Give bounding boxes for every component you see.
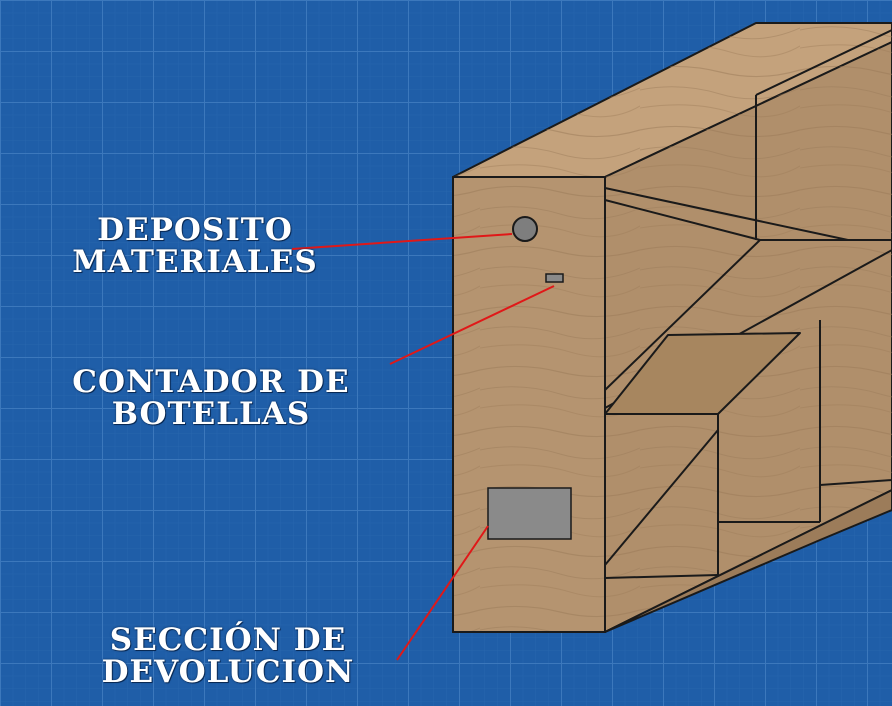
label-seccion-line2: DEVOLUCION: [101, 654, 355, 690]
material-deposit-hole: [512, 216, 538, 242]
label-deposito-materiales: DEPOSITO MATERIALES: [20, 214, 370, 278]
label-seccion-line1: SECCIÓN DE: [109, 622, 347, 658]
label-contador-line2: BOTELLAS: [111, 396, 311, 432]
label-contador-botellas: CONTADOR DE BOTELLAS: [26, 366, 396, 430]
label-deposito-line2: MATERIALES: [72, 244, 318, 280]
interior-frame: [604, 29, 892, 632]
return-section-slot: [487, 487, 572, 540]
machine-body: [452, 22, 892, 633]
bottle-counter-sensor: [545, 273, 564, 283]
label-deposito-line1: DEPOSITO: [97, 212, 293, 248]
leader-line-contador: [389, 285, 555, 365]
leader-line-deposito: [291, 233, 513, 250]
label-seccion-devolucion: SECCIÓN DE DEVOLUCION: [48, 624, 408, 688]
leader-line-seccion: [396, 525, 489, 661]
label-contador-line1: CONTADOR DE: [72, 364, 350, 400]
